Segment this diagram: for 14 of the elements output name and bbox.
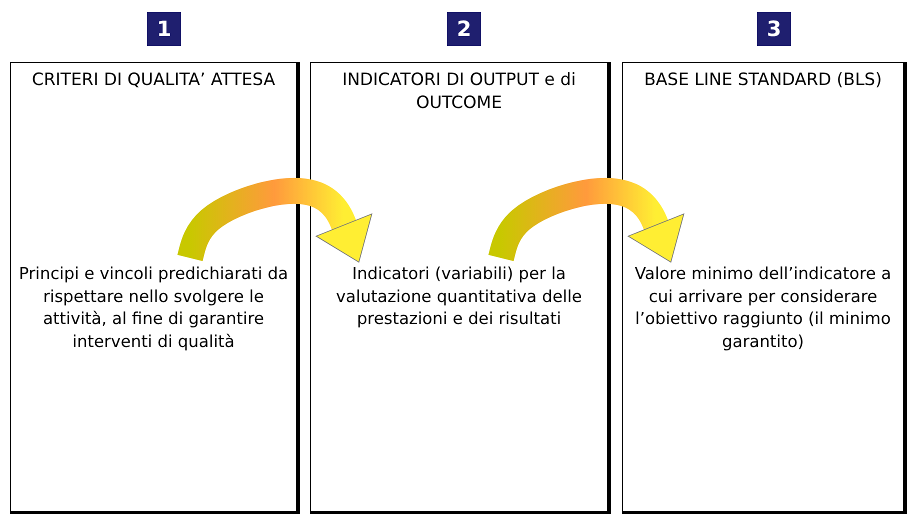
number-badge: 3 xyxy=(757,12,791,46)
description-text: Principi e vincoli predichiarati da rispettare nello svolgere le attività, al fine di garantire interventi di qualità xyxy=(18,263,290,352)
column-heading: CRITERI DI QUALITA’ ATTESA xyxy=(30,69,276,92)
number-badge: 2 xyxy=(447,12,481,46)
number-badge: 1 xyxy=(147,12,181,46)
column-heading: INDICATORI DI OUTPUT e di OUTCOME xyxy=(341,69,577,115)
description-text: Indicatori (variabili) per la valutazione quantitativa delle prestazioni e dei risultati xyxy=(335,263,583,330)
curved-arrow xyxy=(177,178,372,264)
column-panel xyxy=(622,62,907,514)
column-panel xyxy=(10,62,300,514)
curved-arrow xyxy=(488,178,684,264)
column-panel xyxy=(310,62,611,514)
description-text: Valore minimo dell’indicatore a cui arrivare per considerare l’obiettivo raggiunto (il minimo garantito) xyxy=(634,263,892,352)
column-heading: BASE LINE STANDARD (BLS) xyxy=(643,69,883,92)
